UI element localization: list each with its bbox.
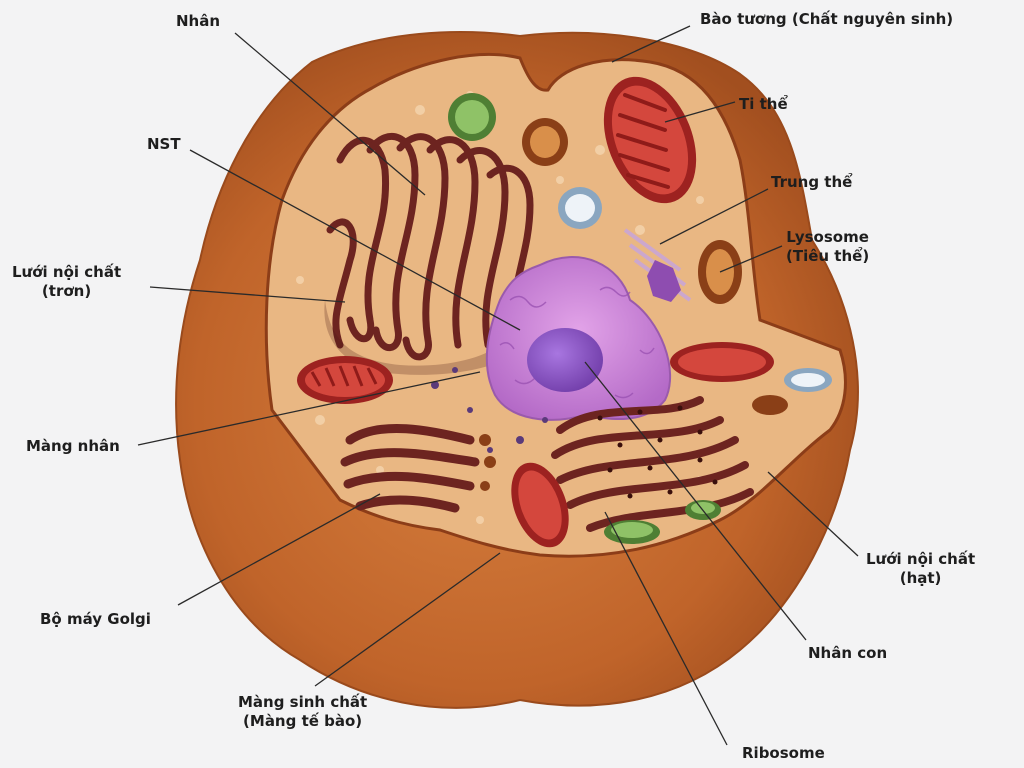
centriole <box>647 260 681 302</box>
leader-chromosome <box>189 149 521 331</box>
smooth-er-stack <box>326 132 534 361</box>
leader-centrosome <box>659 188 769 245</box>
leader-smooth-er <box>149 286 346 303</box>
nuclear-pores <box>431 367 548 453</box>
white-vesicle <box>558 187 602 229</box>
mitochondrion-right <box>670 342 774 382</box>
label-lysosome: Lysosome(Tiêu thể) <box>786 228 870 265</box>
leader-golgi <box>177 493 381 606</box>
leader-nucleus <box>234 32 426 196</box>
leader-plasma-membrane <box>314 552 501 687</box>
label-rough-er: Lưới nội chất(hạt) <box>866 550 976 587</box>
mitochondrion-bottom <box>511 462 569 548</box>
label-plasma-membrane: Màng sinh chất(Màng tế bào) <box>238 693 368 730</box>
label-cytoplasm: Bào tương (Chất nguyên sinh) <box>700 10 954 28</box>
vesicle-right <box>784 368 832 392</box>
leader-lines <box>137 25 859 746</box>
leader-nuclear-membrane <box>137 371 481 446</box>
label-nucleus: Nhân <box>176 12 221 30</box>
rough-er <box>551 396 754 532</box>
golgi-apparatus <box>340 423 480 513</box>
leader-ribosome <box>604 511 728 746</box>
leader-lysosome <box>719 245 783 273</box>
label-nuclear-membrane: Màng nhân <box>26 437 120 455</box>
label-ribosome: Ribosome <box>742 744 825 762</box>
vacuole-top <box>448 93 496 141</box>
vesicle-brown-right <box>752 395 788 415</box>
leader-mitochondrion <box>664 101 736 123</box>
mitochondrion-left <box>297 356 393 404</box>
label-golgi: Bộ máy Golgi <box>40 610 151 628</box>
mitochondrion-top <box>603 76 697 204</box>
label-chromosome: NST <box>147 135 181 153</box>
nucleolus <box>527 328 603 392</box>
leader-nucleolus <box>584 361 807 641</box>
ribosome-dots <box>597 405 718 499</box>
vesicle-top <box>522 118 568 166</box>
leader-rough-er <box>767 471 859 557</box>
label-centrosome: Trung thể <box>771 173 853 191</box>
leader-cytoplasm <box>611 25 691 63</box>
label-smooth-er: Lưới nội chất(trơn) <box>12 263 122 300</box>
label-mitochondrion: Ti thể <box>739 95 788 113</box>
golgi-vesicles <box>479 434 496 491</box>
label-nucleolus: Nhân con <box>808 644 888 662</box>
